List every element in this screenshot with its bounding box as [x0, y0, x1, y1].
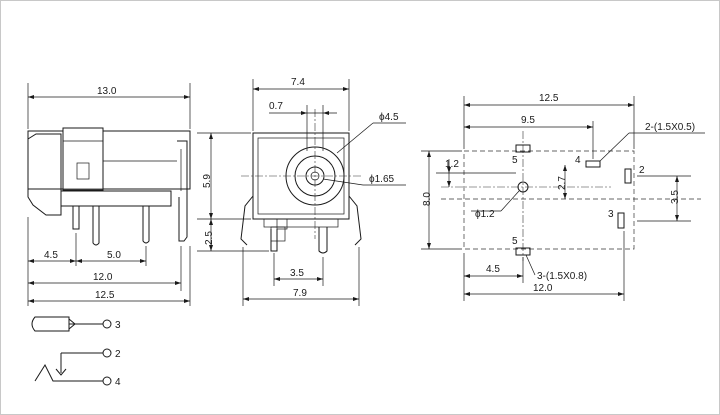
side-dim-pin2: 5.0 — [107, 250, 121, 261]
top-dim-left: 4.5 — [486, 264, 500, 275]
side-base — [61, 190, 172, 207]
top-pad-5-lower — [515, 247, 531, 256]
front-pin-2 — [318, 227, 328, 254]
front-dim-foot: 7.9 — [293, 288, 307, 299]
top-pad-3 — [617, 212, 625, 229]
top-dim-total: 12.5 — [539, 93, 559, 104]
top-pad-5-label: 5 — [512, 155, 518, 166]
side-upper-block — [62, 127, 104, 191]
front-pad-small — [276, 218, 288, 230]
side-right-contact — [177, 140, 188, 242]
schematic-symbol: 3 2 4 — [31, 316, 121, 388]
front-pin-1 — [270, 229, 278, 252]
top-dim-slot-small: 2-(1.5X0.5) — [645, 122, 695, 133]
terminal-3-dot — [102, 319, 112, 329]
schematic-plug — [31, 316, 70, 332]
top-dim-hole-offset: 1.2 — [445, 159, 459, 170]
top-dim-right: 3.5 — [670, 190, 681, 204]
side-view: 13.0 4.5 5.0 12.0 12.5 — [27, 83, 191, 306]
side-pin-1 — [72, 206, 80, 230]
front-dim-base-h: 2.5 — [204, 231, 215, 245]
top-dim-length: 12.0 — [533, 283, 553, 294]
top-pad-4-label: 4 — [575, 155, 581, 166]
side-pin-3 — [142, 206, 150, 244]
top-view: 5 4 2 3 5 12.5 9.5 2-(1.5X0.5) — [421, 93, 705, 301]
front-right-leg — [348, 195, 362, 246]
top-pad-3-label: 3 — [608, 209, 614, 220]
front-view: 7.4 0.7 ϕ4.5 ϕ1.65 5.9 2.5 3.5 — [197, 77, 406, 306]
terminal-4-label: 4 — [115, 377, 121, 388]
top-pad-5-upper — [515, 144, 531, 153]
top-pad-4 — [585, 160, 601, 168]
front-dim-hole: ϕ4.5 — [379, 112, 399, 123]
side-dim-base: 12.0 — [93, 272, 113, 283]
side-dim-pin1: 4.5 — [44, 250, 58, 261]
front-dim-pin-pitch: 3.5 — [290, 268, 304, 279]
front-dim-pin-bore: ϕ1.65 — [369, 174, 395, 185]
top-dim-inner: 9.5 — [521, 115, 535, 126]
top-dim-hole: ϕ1.2 — [475, 209, 495, 220]
top-dim-mid: 2.7 — [557, 176, 568, 190]
top-center-hole — [517, 181, 529, 193]
front-dim-offset: 0.7 — [269, 101, 283, 112]
side-nose — [27, 133, 62, 216]
top-pad-2-label: 2 — [639, 165, 645, 176]
side-pin-2 — [92, 206, 100, 246]
front-dim-height: 5.9 — [202, 174, 213, 188]
side-dim-overall: 12.5 — [95, 290, 115, 301]
top-dim-height: 8.0 — [422, 192, 433, 206]
terminal-4-dot — [102, 376, 112, 386]
side-body — [27, 130, 191, 190]
terminal-2-label: 2 — [115, 349, 121, 360]
side-window — [76, 162, 90, 180]
front-left-leg — [240, 195, 254, 246]
top-dim-slot-large: 3-(1.5X0.8) — [537, 271, 587, 282]
front-dim-width: 7.4 — [291, 77, 305, 88]
top-outline — [463, 150, 635, 250]
top-pad-2 — [624, 168, 632, 184]
terminal-3-label: 3 — [115, 320, 121, 331]
terminal-2-dot — [102, 348, 112, 358]
front-base — [263, 218, 339, 228]
side-dim-total: 13.0 — [97, 86, 117, 97]
top-pad-5-lower-label: 5 — [512, 236, 518, 247]
